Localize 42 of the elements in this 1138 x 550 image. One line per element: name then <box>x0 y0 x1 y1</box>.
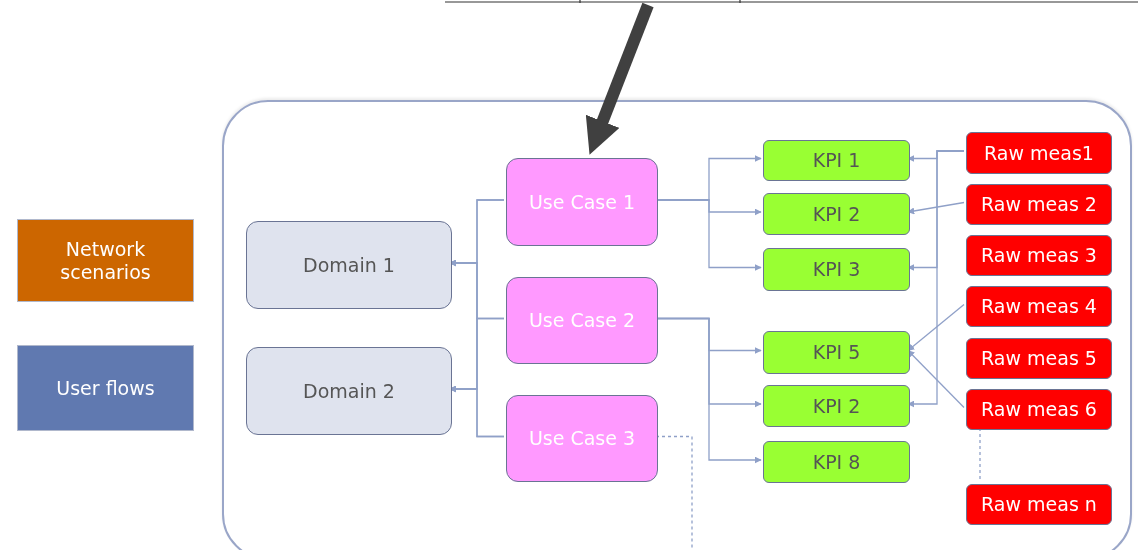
arrow <box>585 2 654 155</box>
box-label: KPI 5 <box>811 341 862 364</box>
use-case-box <box>506 158 658 246</box>
use-case-box <box>506 277 658 364</box>
box-label: KPI 1 <box>811 149 862 172</box>
kpi-box <box>763 193 910 235</box>
box-label: Use Case 1 <box>527 190 637 214</box>
box-label: KPI 3 <box>811 258 862 281</box>
raw-measure-box <box>966 184 1112 225</box>
box-label: Domain 1 <box>302 253 396 277</box>
raw-measure-box <box>966 286 1112 327</box>
box-label: Raw meas 2 <box>980 193 1098 216</box>
kpi-box <box>763 331 910 374</box>
frame-panel <box>222 100 1132 550</box>
kpi-box <box>763 385 910 427</box>
box-label: Raw meas 3 <box>980 244 1098 267</box>
box-label: User flows <box>55 376 156 400</box>
scenario-box <box>17 219 194 302</box>
box-label: KPI 2 <box>811 202 862 226</box>
box-label: KPI 8 <box>811 450 862 474</box>
box-label: Raw meas 6 <box>980 398 1098 421</box>
box-label: Raw meas 5 <box>980 347 1098 370</box>
raw-measure-box <box>966 132 1112 174</box>
raw-measure-box <box>966 338 1112 379</box>
raw-measure-box <box>966 389 1112 430</box>
raw-measure-box <box>966 484 1112 525</box>
domain-box <box>246 347 452 435</box>
box-label: Use Case 2 <box>527 309 637 332</box>
box-label: Raw meas1 <box>983 141 1095 165</box>
box-label: Network scenarios <box>59 237 152 284</box>
box-label: Domain 2 <box>302 379 396 403</box>
kpi-box <box>763 248 910 291</box>
box-label: Raw meas 4 <box>980 295 1098 318</box>
flow-box <box>17 345 194 431</box>
kpi-box <box>763 140 910 181</box>
kpi-box <box>763 441 910 483</box>
box-label: Use Case 3 <box>527 427 637 450</box>
box-label: KPI 2 <box>811 394 862 418</box>
box-label: Raw meas n <box>980 493 1098 516</box>
domain-box <box>246 221 452 309</box>
raw-measure-box <box>966 235 1112 276</box>
use-case-box <box>506 395 658 482</box>
